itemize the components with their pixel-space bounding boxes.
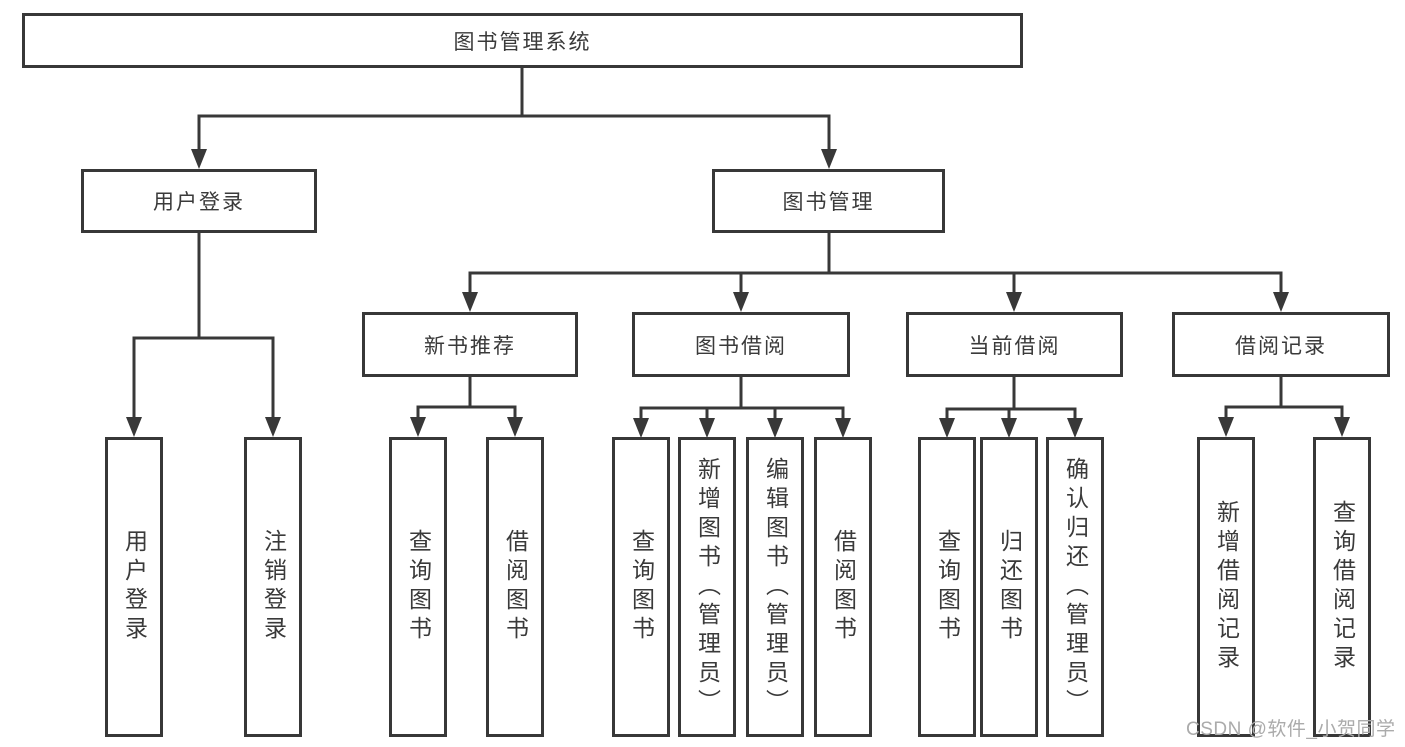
leaf-add-book-admin-label: 新增图书（管理员） (694, 456, 721, 718)
leaf-rec-query-book-label: 查询图书 (405, 529, 432, 645)
node-book-management-label: 图书管理 (782, 191, 875, 214)
node-borrow-record-label: 借阅记录 (1235, 334, 1327, 358)
leaf-borrow-book-label: 借阅图书 (830, 529, 857, 645)
leaf-return-book-label: 归还图书 (996, 529, 1023, 645)
leaf-borrow-query-book-label: 查询图书 (628, 529, 655, 645)
leaf-query-borrow-record-label: 查询借阅记录 (1329, 500, 1356, 674)
node-new-book-recommend: 新书推荐 (362, 312, 578, 377)
leaf-return-book: 归还图书 (980, 437, 1038, 737)
node-root-label: 图书管理系统 (453, 30, 592, 54)
leaf-edit-book-admin-label: 编辑图书（管理员） (762, 456, 789, 718)
node-current-borrow-label: 当前借阅 (968, 334, 1061, 358)
node-book-borrow: 图书借阅 (632, 312, 850, 377)
leaf-current-query-book-label: 查询图书 (934, 529, 961, 645)
leaf-logout: 注销登录 (244, 437, 302, 737)
leaf-borrow-book: 借阅图书 (814, 437, 872, 737)
leaf-confirm-return-admin-label: 确认归还（管理员） (1062, 456, 1089, 718)
leaf-add-book-admin: 新增图书（管理员） (678, 437, 736, 737)
node-user-login-label: 用户登录 (153, 191, 245, 214)
leaf-rec-borrow-book-label: 借阅图书 (502, 529, 529, 645)
leaf-logout-label: 注销登录 (260, 529, 287, 645)
leaf-confirm-return-admin: 确认归还（管理员） (1046, 437, 1104, 737)
leaf-current-query-book: 查询图书 (918, 437, 976, 737)
node-borrow-record: 借阅记录 (1172, 312, 1390, 377)
node-new-book-recommend-label: 新书推荐 (424, 334, 516, 358)
leaf-user-login-label: 用户登录 (121, 529, 148, 645)
node-root: 图书管理系统 (22, 13, 1023, 68)
leaf-add-borrow-record-label: 新增借阅记录 (1213, 500, 1240, 674)
leaf-borrow-query-book: 查询图书 (612, 437, 670, 737)
leaf-rec-query-book: 查询图书 (389, 437, 447, 737)
leaf-add-borrow-record: 新增借阅记录 (1197, 437, 1255, 737)
leaf-user-login: 用户登录 (105, 437, 163, 737)
leaf-edit-book-admin: 编辑图书（管理员） (746, 437, 804, 737)
node-book-management: 图书管理 (712, 169, 945, 233)
leaf-rec-borrow-book: 借阅图书 (486, 437, 544, 737)
leaf-query-borrow-record: 查询借阅记录 (1313, 437, 1371, 737)
node-book-borrow-label: 图书借阅 (695, 334, 787, 358)
watermark: CSDN @软件_小贺同学 (1186, 719, 1396, 740)
node-current-borrow: 当前借阅 (906, 312, 1123, 377)
node-user-login: 用户登录 (81, 169, 317, 233)
